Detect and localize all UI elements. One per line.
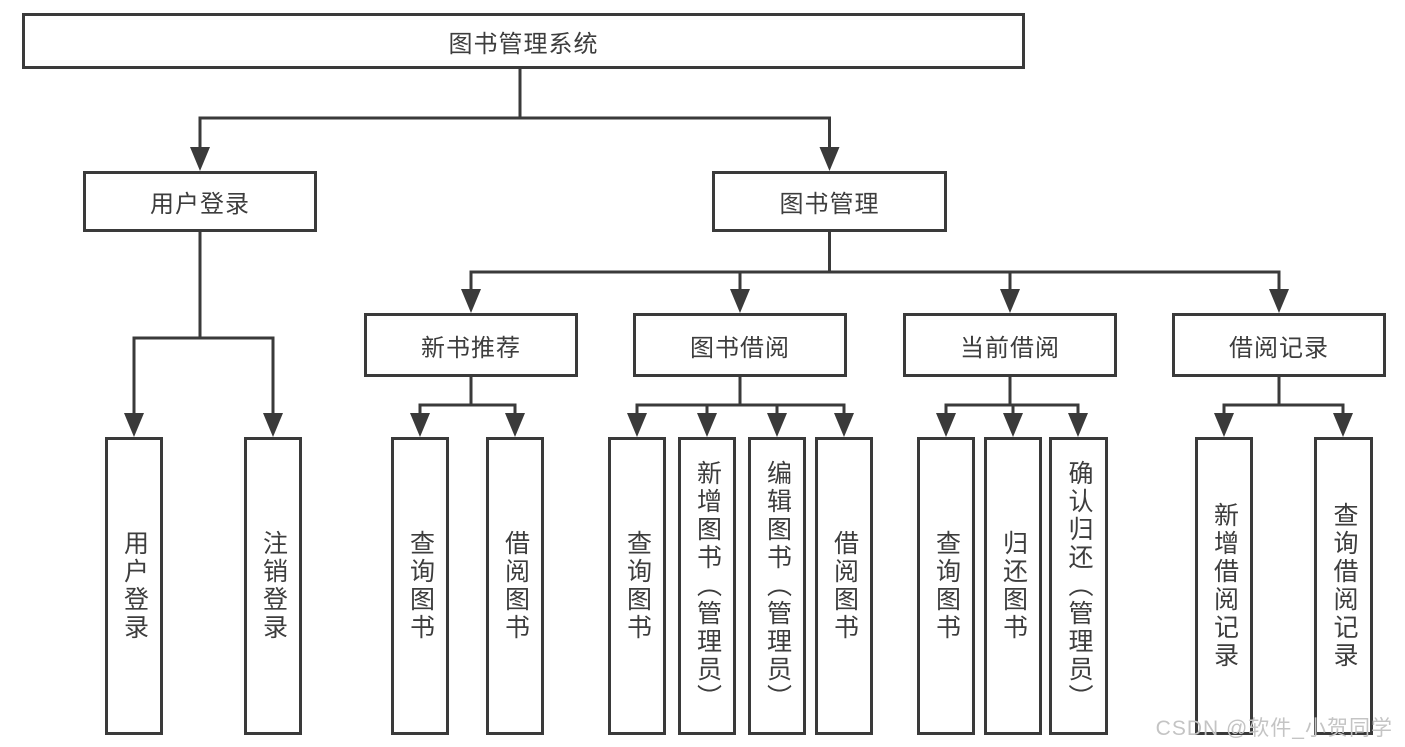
- connector-root-to-level2: [190, 67, 840, 171]
- leaf-records-query-record: 查询借阅记录: [1314, 437, 1373, 735]
- connector-records-to-leaves: [1214, 375, 1353, 437]
- node-book-borrowing: 图书借阅: [633, 313, 847, 377]
- leaf-recommend-borrow-book: 借阅图书: [486, 437, 544, 735]
- connector-current-to-leaves: [936, 375, 1088, 437]
- leaf-current-return-book: 归还图书: [984, 437, 1042, 735]
- connector-borrow-to-leaves: [627, 375, 854, 437]
- connector-userlogin-to-leaves: [124, 230, 283, 437]
- node-current-borrowing: 当前借阅: [903, 313, 1117, 377]
- csdn-watermark: CSDN @软件_小贺同学: [1155, 717, 1393, 740]
- leaf-borrow-query-book: 查询图书: [608, 437, 666, 735]
- connector-recommend-to-leaves: [410, 375, 525, 437]
- node-new-book-recommendation: 新书推荐: [364, 313, 578, 377]
- leaf-borrow-edit-book-admin: 编辑图书（管理员）: [748, 437, 806, 735]
- leaf-borrow-add-book-admin: 新增图书（管理员）: [678, 437, 736, 735]
- leaf-user-login: 用户登录: [105, 437, 163, 735]
- node-borrowing-records: 借阅记录: [1172, 313, 1386, 377]
- leaf-current-confirm-return-admin: 确认归还（管理员）: [1049, 437, 1108, 735]
- leaf-borrow-borrow-book: 借阅图书: [815, 437, 873, 735]
- node-user-login: 用户登录: [83, 171, 317, 232]
- leaf-recommend-query-book: 查询图书: [391, 437, 449, 735]
- node-root: 图书管理系统: [22, 13, 1025, 69]
- node-book-management: 图书管理: [712, 171, 947, 232]
- leaf-records-add-record: 新增借阅记录: [1195, 437, 1253, 735]
- connector-bookmgmt-to-level3: [461, 230, 1289, 313]
- leaf-logout: 注销登录: [244, 437, 302, 735]
- leaf-current-query-book: 查询图书: [917, 437, 975, 735]
